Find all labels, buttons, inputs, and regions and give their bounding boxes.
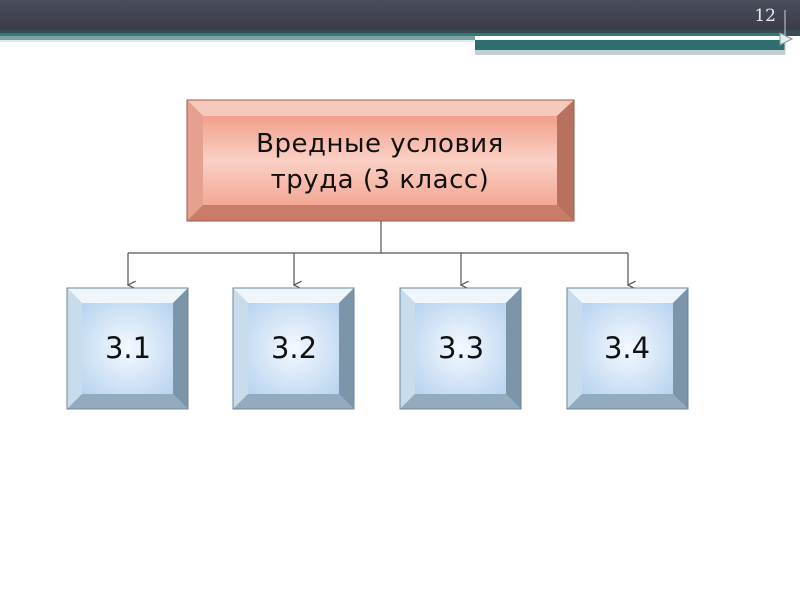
child-node-label: 3.2: [270, 331, 318, 365]
connectors: [128, 221, 628, 285]
root-node: [186, 99, 575, 222]
child-node-label: 3.4: [603, 331, 651, 365]
slide-number: 12: [754, 6, 776, 26]
header-bar: [0, 0, 800, 30]
root-node-label: Вредные условия труда (3 класс): [256, 129, 504, 195]
child-node-label: 3.1: [104, 331, 152, 365]
header-decoration: [0, 10, 800, 55]
child-node-3: [399, 287, 522, 410]
child-node-label: 3.3: [437, 331, 485, 365]
child-node-4: [566, 287, 689, 410]
child-node-2: [232, 287, 355, 410]
child-node-1: [66, 287, 189, 410]
